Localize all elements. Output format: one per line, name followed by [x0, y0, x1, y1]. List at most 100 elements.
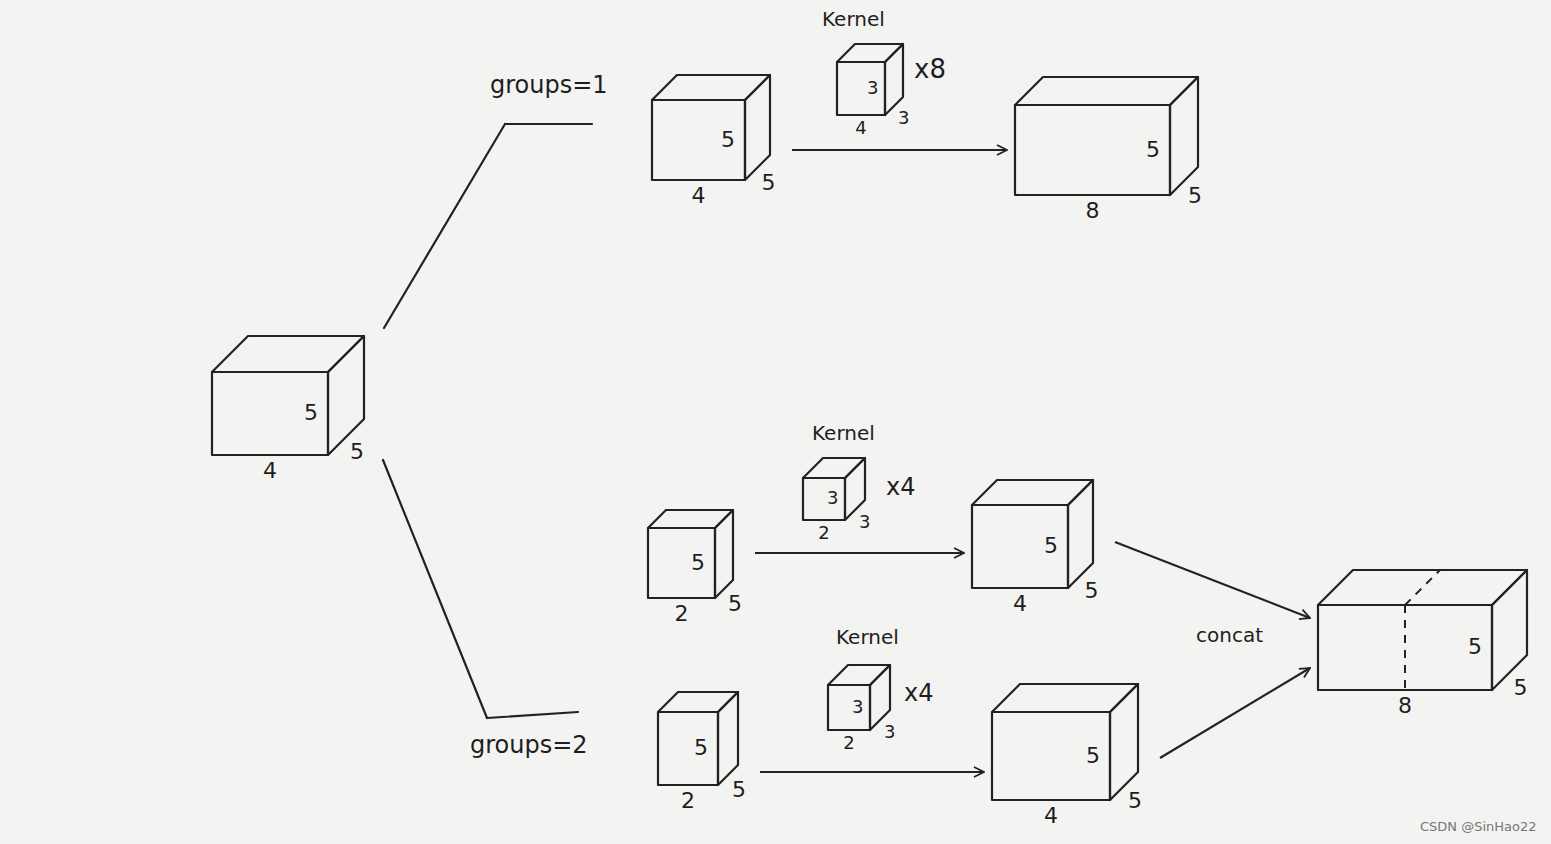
depth-number: 5 [762, 170, 776, 195]
cube-outline [1314, 566, 1551, 760]
depth-number: 5 [1188, 183, 1202, 208]
tensor-cube: 5 2 5 [654, 688, 756, 815]
cube-face [648, 528, 715, 598]
cube-face [212, 336, 364, 372]
height-number: 5 [1086, 743, 1100, 768]
cube-face [845, 458, 865, 520]
flow-arrow [755, 552, 964, 554]
cube-face [1068, 480, 1093, 588]
flow-arrow [760, 771, 984, 773]
width-number: 8 [1398, 693, 1412, 718]
height-number: 5 [304, 400, 318, 425]
branch-line [383, 460, 487, 718]
depth-number: 5 [350, 439, 364, 464]
depth-number: 3 [898, 108, 909, 129]
cube-outline [1011, 73, 1256, 265]
height-number: 5 [1146, 137, 1160, 162]
cube-face [1015, 77, 1198, 105]
tensor-cube: 5 4 5 [648, 71, 788, 210]
flow-arrow [1115, 542, 1310, 618]
width-number: 4 [1044, 803, 1058, 828]
underline [487, 712, 578, 718]
watermark: CSDN @SinHao22 [1420, 820, 1537, 835]
cube-face [1492, 570, 1527, 690]
cube-face [652, 100, 745, 180]
height-number: 5 [691, 550, 705, 575]
depth-number: 3 [884, 722, 895, 743]
annotation-text: x8 [914, 55, 946, 85]
height-number: 5 [694, 735, 708, 760]
depth-number: 5 [1128, 788, 1142, 813]
annotation-text: x4 [886, 474, 915, 502]
width-number: 4 [263, 458, 277, 483]
cube-face [870, 665, 890, 730]
height-number: 5 [721, 127, 735, 152]
cube-face [1015, 105, 1170, 195]
tensor-cube: 343 [833, 40, 921, 145]
height-number: 3 [827, 488, 838, 509]
width-number: 2 [674, 601, 688, 626]
cube-face [828, 685, 870, 730]
depth-number: 5 [1085, 578, 1099, 603]
annotation-text: x4 [904, 680, 933, 708]
cube-face [992, 684, 1138, 712]
tensor-cube: 5 4 5 [988, 680, 1156, 830]
tensor-cube: 5 8 5 [1314, 566, 1545, 720]
cube-face [1318, 570, 1527, 605]
split-line [1405, 570, 1440, 605]
annotation-text: Kernel [836, 626, 899, 649]
cube-face [1110, 684, 1138, 800]
height-number: 3 [867, 78, 878, 99]
cube-face [658, 712, 718, 785]
cube-face [658, 692, 738, 712]
width-number: 8 [1085, 198, 1099, 223]
cube-face [652, 75, 770, 100]
tensor-cube: 3 2 3 [824, 661, 908, 760]
depth-number: 5 [728, 591, 742, 616]
tensor-cube: 5 2 5 [644, 506, 751, 628]
cube-face [972, 480, 1093, 505]
cube-face [1170, 77, 1198, 195]
flow-arrow [1160, 668, 1310, 758]
cube-face [1318, 605, 1492, 690]
width-number: 4 [691, 183, 705, 208]
cube-outline [208, 332, 422, 525]
cube-face [745, 75, 770, 180]
tensor-cube: 5 8 5 [1011, 73, 1216, 225]
height-number: 5 [1468, 634, 1482, 659]
cube-outline [648, 71, 828, 250]
cube-face [972, 505, 1068, 588]
cube-face [837, 62, 885, 115]
annotation-text: groups=2 [470, 732, 588, 760]
cube-outline [644, 506, 791, 668]
cube-face [885, 44, 903, 115]
annotation-text: concat [1196, 624, 1263, 647]
underline [505, 123, 592, 125]
width-number: 4 [1013, 591, 1027, 616]
cube-face [718, 692, 738, 785]
cube-face [803, 478, 845, 520]
flow-arrow [792, 149, 1007, 151]
cube-outline [968, 476, 1151, 658]
cube-outline [654, 688, 796, 844]
cube-face [328, 336, 364, 455]
cube-face [715, 510, 733, 598]
cube-face [648, 510, 733, 528]
annotation-text: Kernel [812, 422, 875, 445]
tensor-cube: 5 4 5 [968, 476, 1111, 618]
split-line [1404, 605, 1406, 690]
annotation-text: groups=1 [490, 72, 608, 100]
annotation-text: Kernel [822, 8, 885, 31]
height-number: 5 [1044, 533, 1058, 558]
tensor-cube: 323 [799, 454, 883, 550]
tensor-cube: 5 4 5 [208, 332, 382, 485]
depth-number: 5 [1514, 675, 1528, 700]
height-number: 3 [852, 697, 863, 718]
width-number: 2 [681, 788, 695, 813]
depth-number: 5 [732, 777, 746, 802]
branch-line [384, 124, 505, 328]
width-number: 2 [818, 523, 829, 544]
width-number: 2 [843, 733, 854, 754]
